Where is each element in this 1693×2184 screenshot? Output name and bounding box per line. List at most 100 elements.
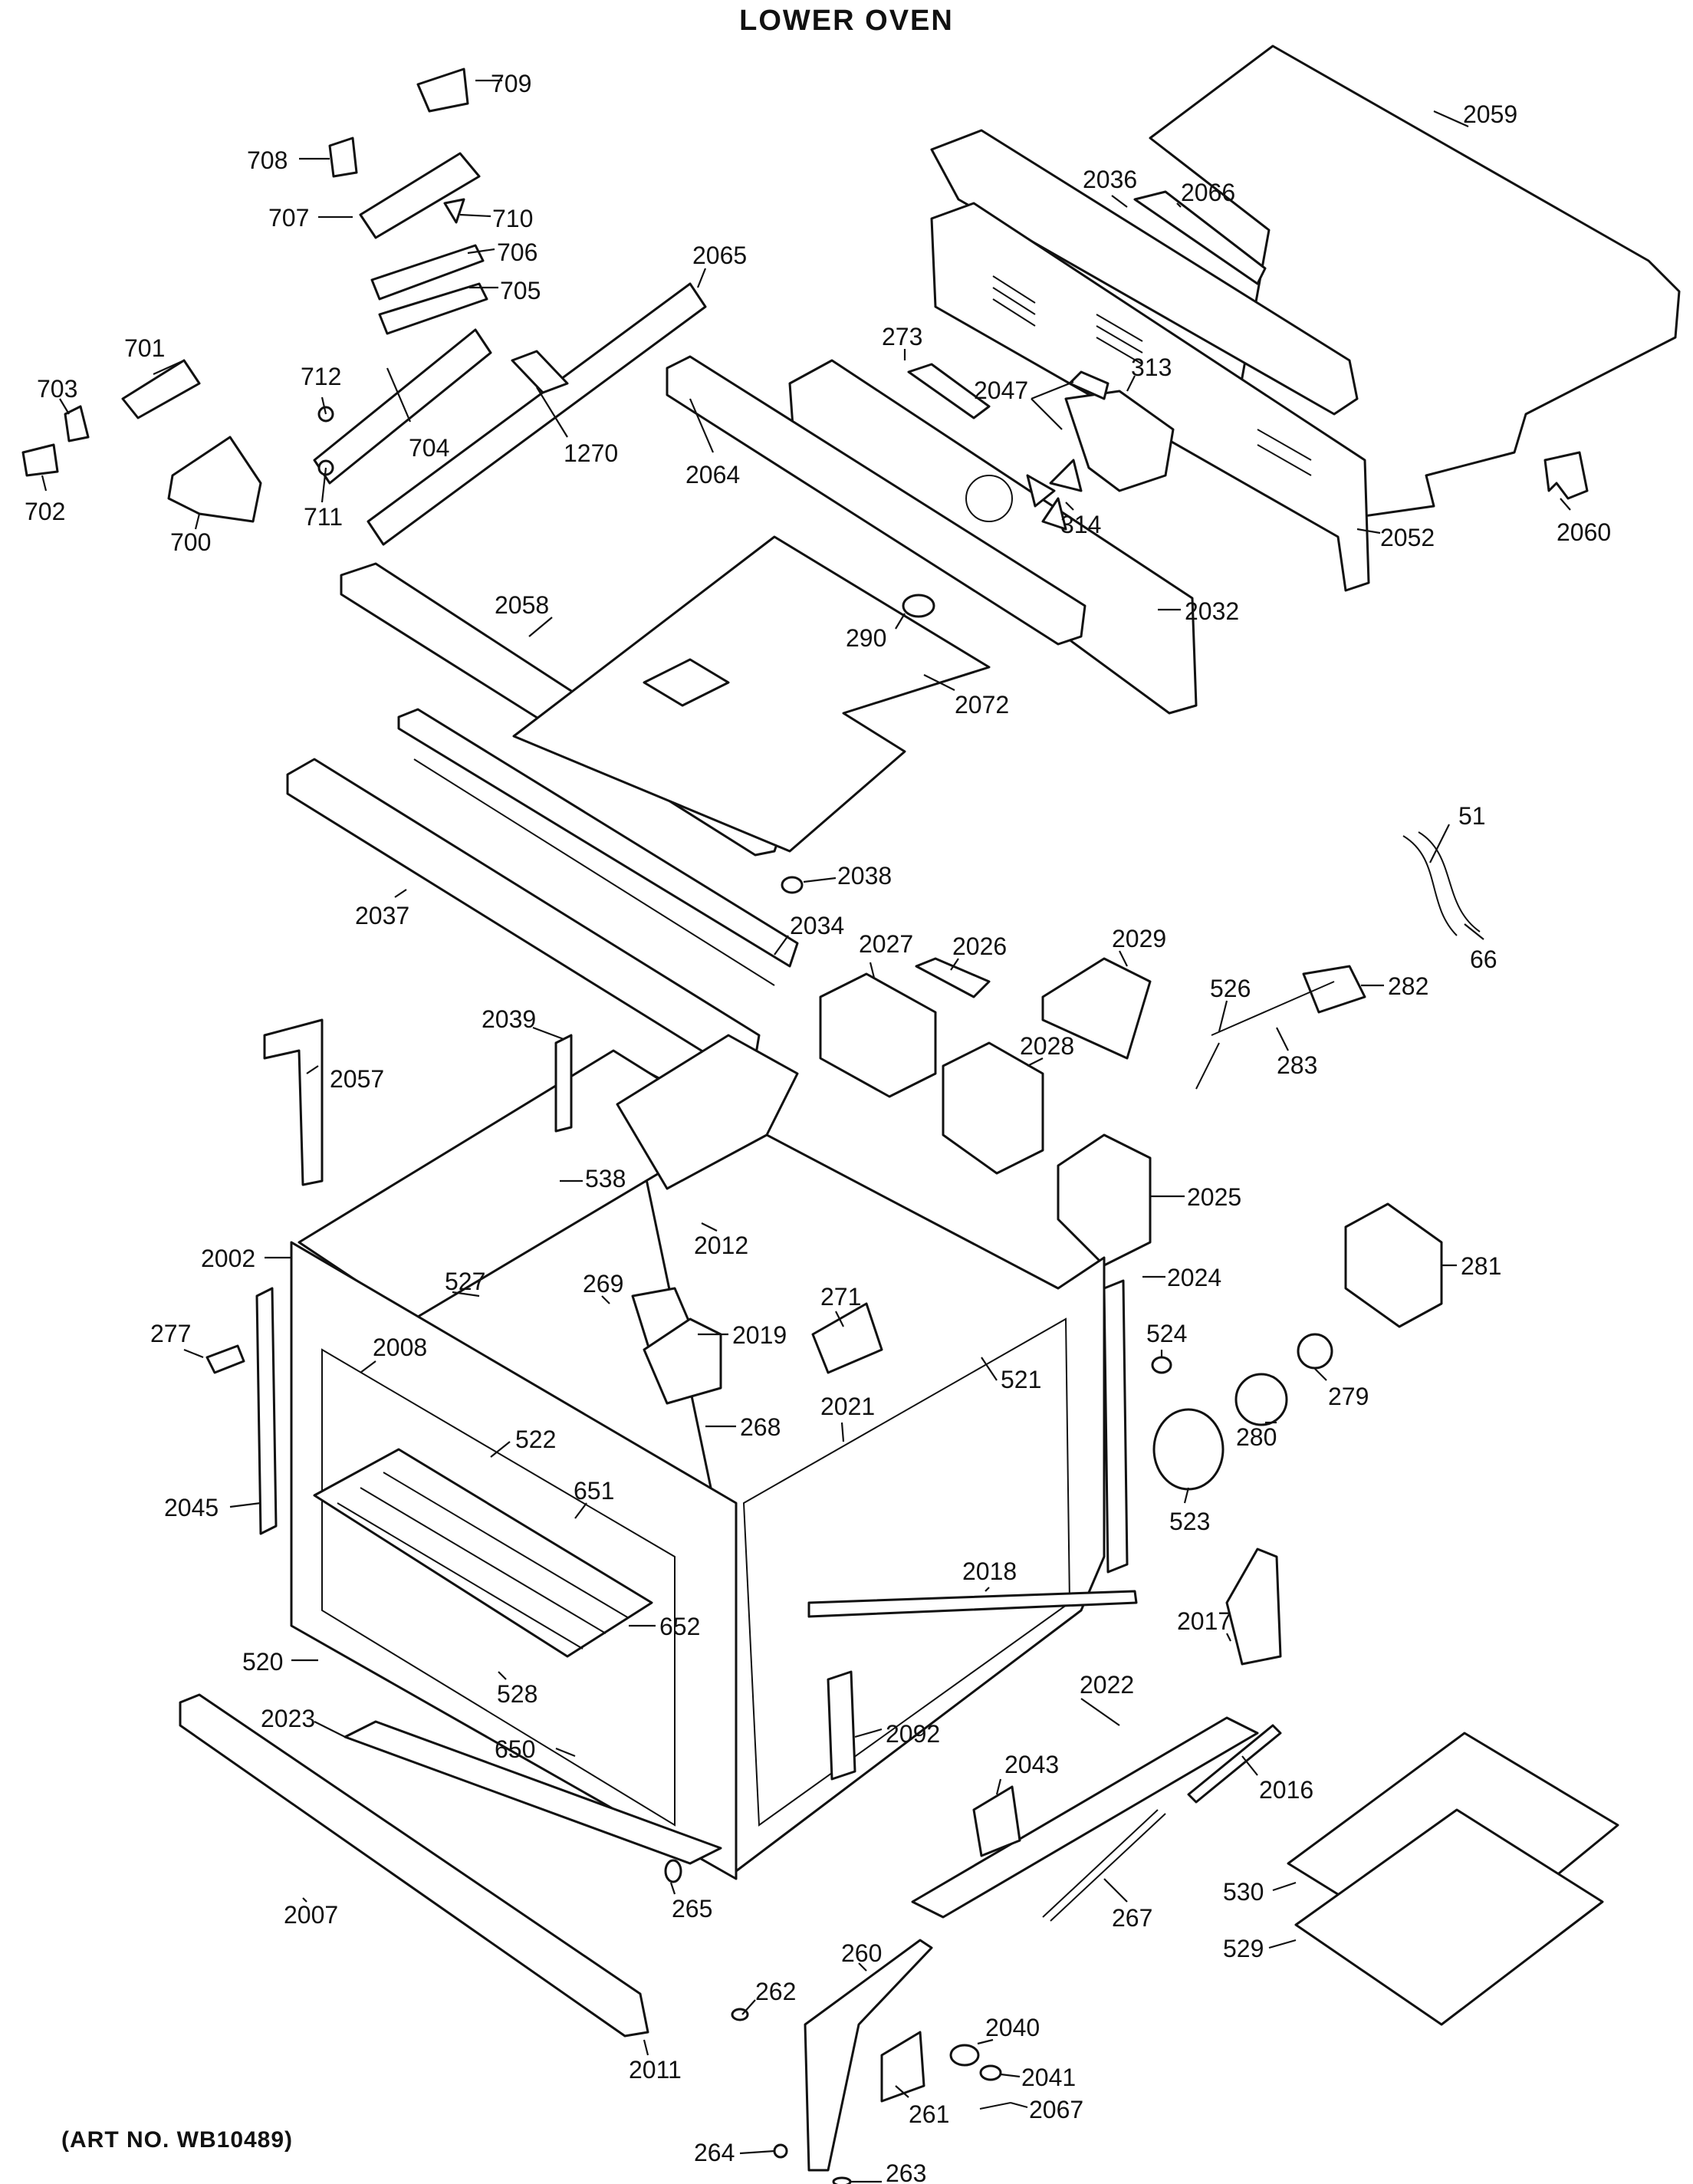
label-652: 652 xyxy=(659,1613,700,1640)
label-2018: 2018 xyxy=(962,1557,1017,1585)
label-2060: 2060 xyxy=(1557,518,1611,546)
label-2022: 2022 xyxy=(1080,1671,1134,1699)
part-labels: 709 708 707 710 706 705 704 712 711 701 … xyxy=(25,70,1611,2184)
bracket-2047 xyxy=(1068,370,1109,400)
box-281 xyxy=(1344,1202,1443,1328)
label-2045: 2045 xyxy=(164,1494,219,1521)
diagram-title: LOWER OVEN xyxy=(739,5,954,37)
label-2028: 2028 xyxy=(1020,1032,1074,1060)
bracket-2060 xyxy=(1543,451,1589,500)
label-2023: 2023 xyxy=(261,1705,315,1732)
hinge-260-261 xyxy=(804,1939,933,2172)
label-265: 265 xyxy=(672,1895,712,1923)
label-2016: 2016 xyxy=(1259,1776,1313,1804)
broiler-pan-529 xyxy=(1294,1808,1604,2026)
label-529: 529 xyxy=(1223,1935,1264,1962)
label-700: 700 xyxy=(170,528,211,556)
label-701: 701 xyxy=(124,334,165,362)
label-283: 283 xyxy=(1277,1051,1317,1079)
label-260: 260 xyxy=(841,1939,882,1967)
bracket-2043 xyxy=(972,1785,1021,1857)
label-267: 267 xyxy=(1112,1904,1152,1932)
label-2008: 2008 xyxy=(373,1334,427,1361)
label-2024: 2024 xyxy=(1167,1264,1221,1291)
label-2021: 2021 xyxy=(820,1393,875,1420)
label-2072: 2072 xyxy=(955,691,1009,719)
leader-lines xyxy=(41,79,1571,2183)
label-66: 66 xyxy=(1470,946,1497,973)
side-trim-2024 xyxy=(1103,1279,1129,1574)
part-524 xyxy=(1151,1356,1172,1374)
label-708: 708 xyxy=(247,146,288,174)
label-2065: 2065 xyxy=(692,242,747,269)
label-313: 313 xyxy=(1131,354,1172,381)
label-268: 268 xyxy=(740,1413,781,1441)
spring-267 xyxy=(1042,1809,1166,1922)
switch-assembly xyxy=(21,67,492,523)
switch-282-283-526 xyxy=(1195,965,1366,1090)
side-strip-2045 xyxy=(255,1287,278,1535)
back-panel-2052 xyxy=(930,202,1370,592)
label-520: 520 xyxy=(242,1648,283,1676)
label-711: 711 xyxy=(304,503,343,531)
label-707: 707 xyxy=(268,204,309,232)
wire-51-66 xyxy=(1402,831,1481,936)
label-2052: 2052 xyxy=(1380,524,1435,551)
label-2041: 2041 xyxy=(1021,2064,1076,2091)
label-2007: 2007 xyxy=(284,1901,338,1929)
label-2034: 2034 xyxy=(790,912,844,939)
bulb-280 xyxy=(1234,1373,1288,1426)
label-2039: 2039 xyxy=(482,1005,536,1033)
top-shield-2072 xyxy=(512,535,991,853)
label-709: 709 xyxy=(491,70,531,97)
label-651: 651 xyxy=(574,1477,614,1505)
label-2040: 2040 xyxy=(985,2014,1040,2041)
label-2066: 2066 xyxy=(1181,179,1235,206)
label-262: 262 xyxy=(755,1978,796,2005)
label-2017: 2017 xyxy=(1177,1607,1231,1635)
label-290: 290 xyxy=(846,624,886,652)
label-2029: 2029 xyxy=(1112,925,1166,952)
label-281: 281 xyxy=(1461,1252,1501,1280)
label-261: 261 xyxy=(909,2100,949,2128)
label-2047: 2047 xyxy=(974,377,1028,404)
label-2036: 2036 xyxy=(1083,166,1137,193)
thermostat-290 xyxy=(902,594,935,618)
bracket-2039 xyxy=(554,1034,573,1133)
label-527: 527 xyxy=(445,1268,485,1295)
terminal-block-273 xyxy=(907,363,991,419)
part-277 xyxy=(205,1344,245,1374)
bushing-2038 xyxy=(781,876,804,894)
label-282: 282 xyxy=(1388,972,1428,1000)
label-314: 314 xyxy=(1060,511,1101,538)
label-702: 702 xyxy=(25,498,65,525)
label-530: 530 xyxy=(1223,1878,1264,1906)
spacer-1270 xyxy=(511,350,569,394)
label-523: 523 xyxy=(1169,1508,1210,1535)
motor-313 xyxy=(1064,390,1175,492)
label-2026: 2026 xyxy=(952,932,1007,960)
label-279: 279 xyxy=(1328,1383,1369,1410)
label-2025: 2025 xyxy=(1187,1183,1241,1211)
label-706: 706 xyxy=(497,238,537,266)
label-703: 703 xyxy=(37,375,77,403)
label-2027: 2027 xyxy=(859,930,913,958)
label-1270: 1270 xyxy=(564,439,618,467)
art-number: (ART NO. WB10489) xyxy=(61,2127,294,2153)
rail-2022 xyxy=(911,1716,1259,1919)
strip-2016 xyxy=(1187,1724,1282,1804)
label-2038: 2038 xyxy=(837,862,892,890)
label-273: 273 xyxy=(882,323,922,350)
label-538: 538 xyxy=(585,1165,626,1192)
label-2002: 2002 xyxy=(201,1245,255,1272)
label-2058: 2058 xyxy=(495,591,549,619)
element-2034 xyxy=(397,708,799,986)
bracket-2017 xyxy=(1225,1548,1282,1666)
label-526: 526 xyxy=(1210,975,1251,1002)
label-704: 704 xyxy=(409,434,449,462)
rail-2064 xyxy=(666,355,1086,646)
label-2092: 2092 xyxy=(886,1720,940,1748)
label-277: 277 xyxy=(150,1320,191,1347)
label-2032: 2032 xyxy=(1185,597,1239,625)
rail-2065 xyxy=(367,282,707,546)
